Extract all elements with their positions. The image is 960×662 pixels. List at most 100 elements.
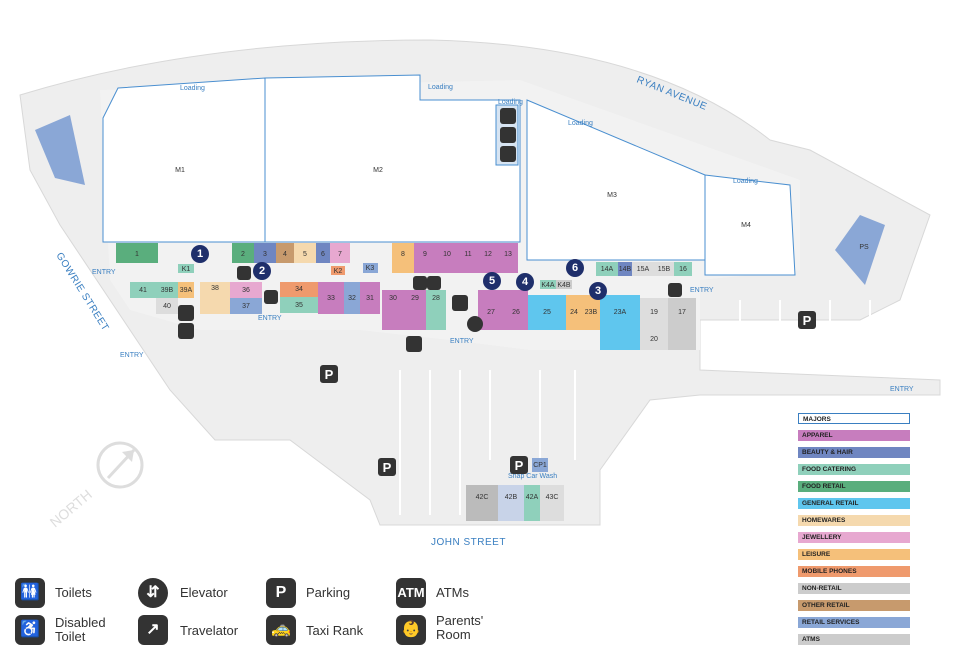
marker-6[interactable] bbox=[566, 259, 584, 277]
unit-25[interactable] bbox=[528, 295, 566, 330]
kiosk-k1[interactable] bbox=[178, 264, 194, 273]
taxi-icon[interactable] bbox=[406, 336, 422, 352]
unit-34[interactable] bbox=[280, 282, 318, 297]
unit-12[interactable] bbox=[478, 243, 498, 273]
unit-23a[interactable] bbox=[600, 295, 640, 350]
kiosk-k4a[interactable] bbox=[540, 280, 556, 289]
major-m4[interactable] bbox=[704, 174, 796, 276]
unit-37[interactable] bbox=[230, 298, 262, 314]
legend-beauty-hair: BEAUTY & HAIR bbox=[798, 447, 910, 458]
unit-label: CP1 bbox=[533, 462, 547, 469]
elevator-icon[interactable] bbox=[467, 316, 483, 332]
entry-label: ENTRY bbox=[690, 287, 714, 294]
unit-42b[interactable] bbox=[498, 485, 524, 521]
legend-mobile-phones: MOBILE PHONES bbox=[798, 566, 910, 577]
unit-label: 17 bbox=[678, 309, 686, 316]
unit-ps[interactable] bbox=[835, 215, 885, 285]
unit-label: 15A bbox=[637, 266, 650, 273]
unit-15b[interactable] bbox=[654, 262, 674, 276]
travelator-icon[interactable] bbox=[452, 295, 468, 311]
unit-1[interactable] bbox=[116, 243, 158, 263]
atm-icon[interactable] bbox=[264, 290, 278, 304]
major-m1[interactable] bbox=[102, 77, 266, 243]
unit-39b[interactable] bbox=[156, 282, 178, 298]
parents-room-icon[interactable] bbox=[500, 108, 516, 124]
unit-30[interactable] bbox=[382, 290, 404, 330]
unit-20[interactable] bbox=[640, 328, 668, 350]
unit-23b[interactable] bbox=[582, 295, 600, 330]
unit-33[interactable] bbox=[318, 282, 344, 314]
unit-15a[interactable] bbox=[632, 262, 654, 276]
atm-icon[interactable] bbox=[237, 266, 251, 280]
elevator-icon: ⇵ bbox=[138, 578, 168, 608]
entry-label: ENTRY bbox=[92, 269, 116, 276]
unit-13[interactable] bbox=[498, 243, 518, 273]
major-m2[interactable] bbox=[264, 74, 521, 243]
unit-11[interactable] bbox=[458, 243, 478, 273]
unit-28[interactable] bbox=[426, 290, 446, 330]
unit-17[interactable] bbox=[668, 298, 696, 350]
parking-icon[interactable] bbox=[378, 458, 396, 476]
unit-3[interactable] bbox=[254, 243, 276, 263]
kiosk-k2[interactable] bbox=[331, 266, 345, 275]
unit-label: K4A bbox=[541, 282, 555, 289]
unit-2[interactable] bbox=[232, 243, 254, 263]
unit-32[interactable] bbox=[344, 282, 360, 314]
parking-icon[interactable] bbox=[510, 456, 528, 474]
unit-41[interactable] bbox=[130, 282, 156, 298]
unit-label: 34 bbox=[295, 286, 303, 293]
unit-36[interactable] bbox=[230, 282, 262, 298]
unit-24[interactable] bbox=[566, 295, 582, 330]
unit-cp1[interactable] bbox=[532, 458, 548, 472]
unit-4[interactable] bbox=[276, 243, 294, 263]
unit-label: 36 bbox=[242, 287, 250, 294]
unit-label: 24 bbox=[570, 309, 578, 316]
unit-38[interactable] bbox=[200, 282, 230, 314]
marker-4[interactable] bbox=[516, 273, 534, 291]
kiosk-k3[interactable] bbox=[363, 263, 378, 273]
side-unit[interactable] bbox=[35, 115, 85, 185]
unit-10[interactable] bbox=[436, 243, 458, 273]
unit-39a[interactable] bbox=[178, 282, 194, 298]
unit-35[interactable] bbox=[280, 297, 318, 313]
svg-text:P: P bbox=[325, 367, 334, 382]
marker-2[interactable] bbox=[253, 262, 271, 280]
unit-8[interactable] bbox=[392, 243, 414, 273]
parking-icon[interactable] bbox=[798, 311, 816, 329]
toilets-icon[interactable] bbox=[500, 127, 516, 143]
unit-label: 8 bbox=[401, 251, 405, 258]
units-top-row bbox=[116, 243, 518, 273]
legend-leisure: LEISURE bbox=[798, 549, 910, 560]
atm-icon[interactable] bbox=[668, 283, 682, 297]
unit-43c[interactable] bbox=[540, 485, 564, 521]
toilets-icon[interactable] bbox=[178, 305, 194, 321]
unit-6[interactable] bbox=[316, 243, 330, 263]
atm-icon[interactable] bbox=[427, 276, 441, 290]
disabled-toilet-icon[interactable] bbox=[178, 323, 194, 339]
marker-1[interactable] bbox=[191, 245, 209, 263]
unit-42c[interactable] bbox=[466, 485, 498, 521]
unit-9[interactable] bbox=[414, 243, 436, 273]
legend-toilets: Toilets bbox=[55, 585, 92, 600]
unit-label: 14B bbox=[619, 266, 632, 273]
atm-icon[interactable] bbox=[413, 276, 427, 290]
unit-7[interactable] bbox=[330, 243, 350, 263]
unit-29[interactable] bbox=[404, 290, 426, 330]
unit-14a[interactable] bbox=[596, 262, 618, 276]
unit-16[interactable] bbox=[674, 262, 692, 276]
unit-19[interactable] bbox=[640, 298, 668, 328]
kiosk-k4b[interactable] bbox=[556, 280, 572, 289]
disabled-toilet-icon[interactable] bbox=[500, 146, 516, 162]
unit-31[interactable] bbox=[360, 282, 380, 314]
parking-icon[interactable] bbox=[320, 365, 338, 383]
unit-label: 28 bbox=[432, 295, 440, 302]
unit-14b[interactable] bbox=[618, 262, 632, 276]
unit-26[interactable] bbox=[504, 290, 528, 330]
marker-5[interactable] bbox=[483, 272, 501, 290]
svg-text:P: P bbox=[383, 460, 392, 475]
unit-5[interactable] bbox=[294, 243, 316, 263]
unit-42a[interactable] bbox=[524, 485, 540, 521]
marker-3[interactable] bbox=[589, 282, 607, 300]
unit-40[interactable] bbox=[156, 298, 178, 314]
